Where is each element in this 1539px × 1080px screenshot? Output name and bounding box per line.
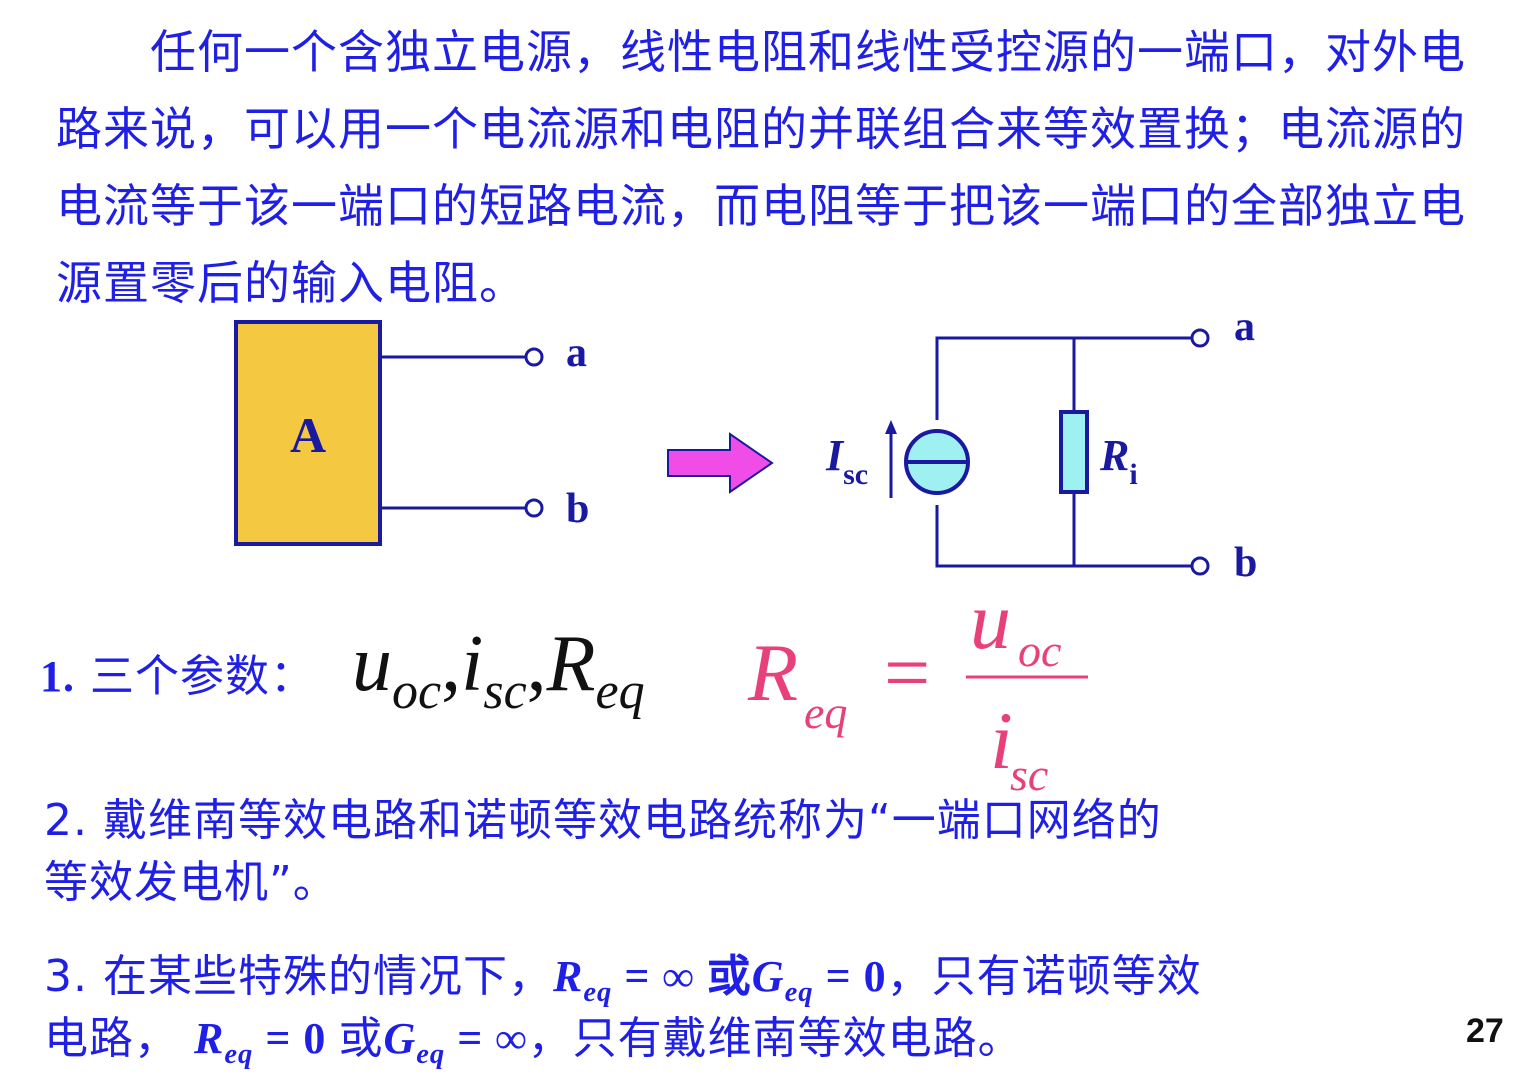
item-3-l1-R: R xyxy=(552,952,584,1001)
item-3-l1-inf: = ∞ 或 xyxy=(612,952,752,1001)
transform-arrow xyxy=(667,432,774,494)
resistor xyxy=(1059,410,1089,494)
param-R: R xyxy=(546,620,596,708)
item-3-line-1: 3. 在某些特殊的情况下，Req = ∞ 或Geq = 0，只有诺顿等效 xyxy=(44,940,1202,1009)
box-label: A xyxy=(290,407,326,463)
param-R-sub: eq xyxy=(595,663,645,721)
wire-bottom xyxy=(935,505,1192,568)
item-3-l2-a: 电路， xyxy=(44,1013,194,1064)
formula-num-sub: oc xyxy=(1018,625,1061,676)
item-3-l2-zero: = 0 xyxy=(253,1014,339,1063)
param-comma-2: , xyxy=(526,620,547,708)
item-3-line-2: 电路， Req = 0 或Geq = ∞，只有戴维南等效电路。 xyxy=(44,1002,1023,1071)
item-1-params: uoc,isc,Req xyxy=(352,624,645,718)
terminal-b-right xyxy=(1190,556,1210,576)
item-3-l1-G: G xyxy=(751,952,785,1001)
source-label-sub: sc xyxy=(843,458,868,491)
item-3-l2-inf: = ∞ xyxy=(445,1014,528,1063)
item-3-l1-a: 3. 在某些特殊的情况下， xyxy=(44,951,553,1002)
terminal-a-right-label: a xyxy=(1234,304,1255,350)
formula-equals: = xyxy=(884,627,930,718)
item-2-line-2: 等效发电机”。 xyxy=(44,857,338,908)
formula-num: u xyxy=(970,575,1011,666)
terminal-a-left xyxy=(524,347,544,367)
item-3-l2-G: G xyxy=(383,1014,417,1063)
terminal-b-right-label: b xyxy=(1234,540,1257,586)
item-3-l2-R-sub: eq xyxy=(224,1039,254,1070)
item-1: 1. 三个参数： xyxy=(40,640,315,704)
item-3-l2-G-sub: eq xyxy=(416,1039,446,1070)
formula-den-sub: sc xyxy=(1010,749,1048,800)
item-3-l2-b: ，只有戴维南等效电路。 xyxy=(527,1013,1023,1064)
one-port-box xyxy=(234,320,382,546)
item-3-l1-zero: = 0 xyxy=(813,952,887,1001)
wire-top xyxy=(935,336,1192,420)
item-3-l1-R-sub: eq xyxy=(583,977,613,1008)
terminal-a-left-label: a xyxy=(566,330,587,376)
formula-R: R xyxy=(747,627,798,718)
formula-den: i xyxy=(990,695,1013,786)
source-label-main: I xyxy=(825,431,845,480)
terminal-b-left-label: b xyxy=(566,486,589,532)
resistor-label-sub: i xyxy=(1129,458,1137,491)
item-3-l1-G-sub: eq xyxy=(784,977,814,1008)
item-3-l2-or: 或 xyxy=(338,1013,384,1064)
terminal-b-left xyxy=(524,498,544,518)
terminal-a-right xyxy=(1190,328,1210,348)
resistor-label-main: R xyxy=(1099,431,1129,480)
param-i-sub: sc xyxy=(483,663,527,721)
resistor-label: Ri xyxy=(1099,431,1138,491)
page-number: 27 xyxy=(1466,1012,1504,1050)
item-1-number: 1. xyxy=(40,652,75,701)
item-2-line-1: 2. 戴维南等效电路和诺顿等效电路统称为“一端口网络的 xyxy=(44,795,1162,846)
param-comma-1: , xyxy=(441,620,462,708)
param-i: i xyxy=(461,620,484,708)
param-u: u xyxy=(352,620,392,708)
intro-paragraph: 任何一个含独立电源，线性电阻和线性受控源的一端口，对外电路来说，可以用一个电流源… xyxy=(56,25,1466,310)
item-1-text: 三个参数： xyxy=(90,651,315,702)
item-3-l2-R: R xyxy=(194,1014,225,1063)
source-label: Isc xyxy=(825,431,868,491)
current-direction-arrowhead xyxy=(885,420,897,434)
item-3-l1-b: ，只有诺顿等效 xyxy=(886,951,1202,1002)
param-u-sub: oc xyxy=(392,663,442,721)
formula-R-sub: eq xyxy=(804,687,847,738)
